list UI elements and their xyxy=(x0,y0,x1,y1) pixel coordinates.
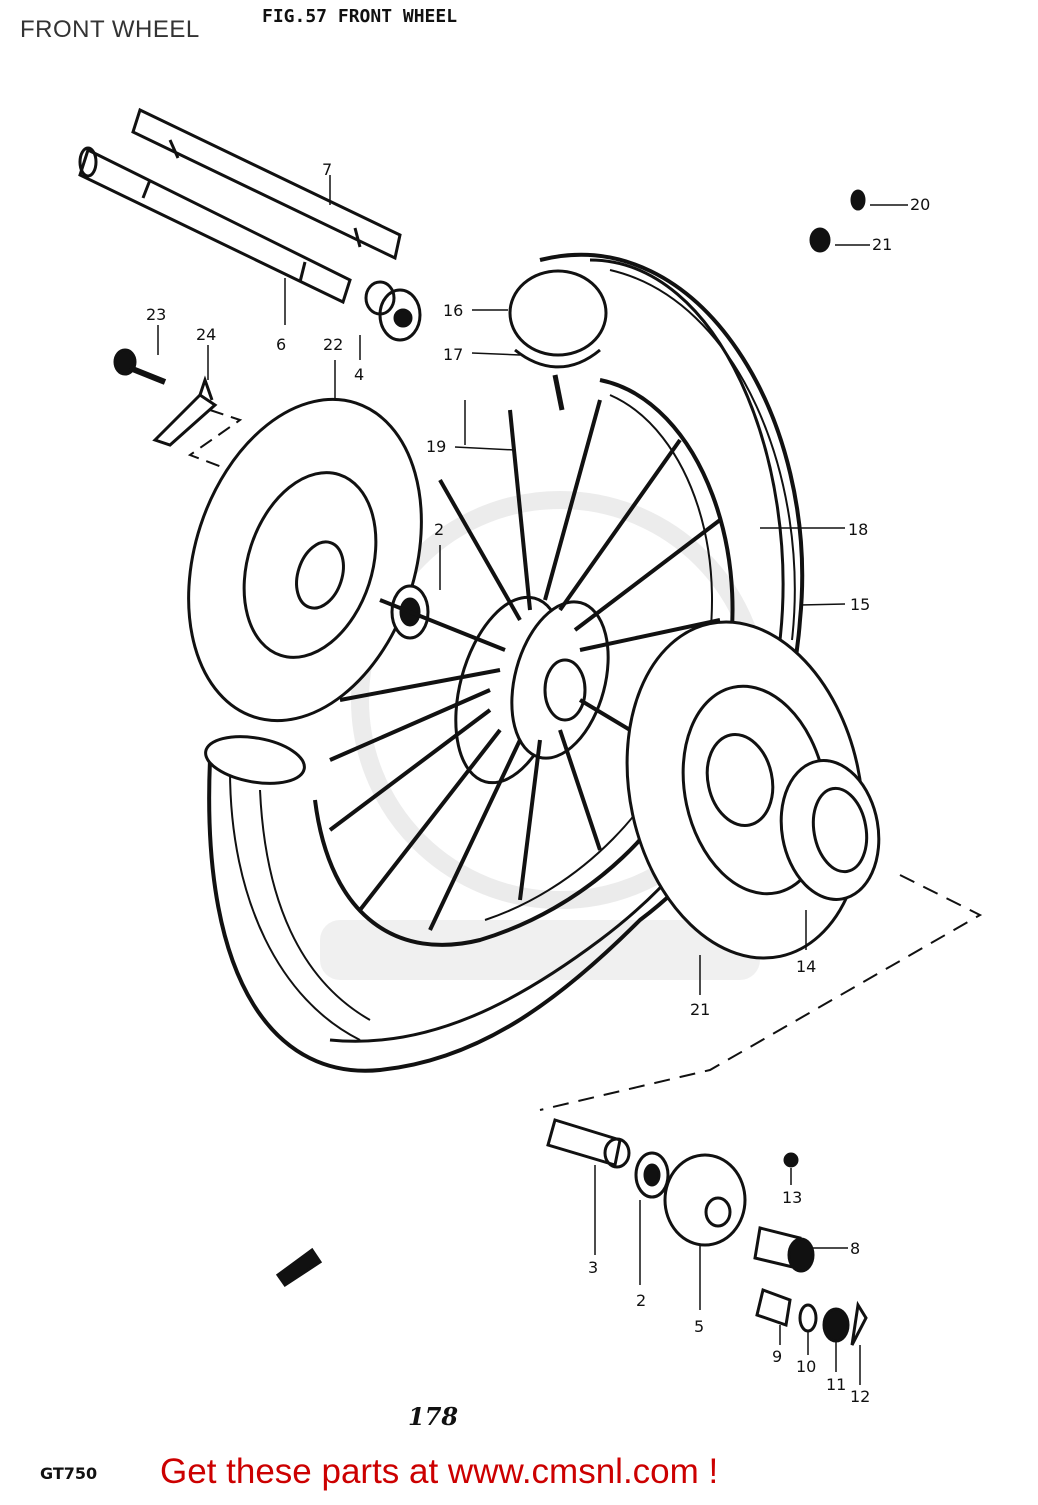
callout-11: 11 xyxy=(826,1375,846,1394)
rim-band-part-16 xyxy=(508,269,608,369)
spacer-part-3 xyxy=(546,1118,631,1169)
bearing-part-2-lower xyxy=(634,1151,670,1199)
callout-13: 13 xyxy=(782,1188,802,1207)
brake-disc-part-22 xyxy=(187,397,423,723)
callout-21-upper: 21 xyxy=(872,235,892,254)
model-code: GT750 xyxy=(40,1464,98,1483)
callout-18: 18 xyxy=(848,520,868,539)
spacer-part-8 xyxy=(753,1226,815,1273)
callout-17: 17 xyxy=(443,345,463,364)
wheel-hub xyxy=(454,595,610,785)
tube-valve-part-17 xyxy=(552,374,565,411)
callout-20: 20 xyxy=(910,195,930,214)
callout-4: 4 xyxy=(354,365,364,384)
callout-12: 12 xyxy=(850,1387,870,1406)
page-number: 178 xyxy=(408,1402,459,1431)
callout-15: 15 xyxy=(850,595,870,614)
forward-arrow-icon xyxy=(275,1247,323,1288)
callout-9: 9 xyxy=(772,1347,782,1366)
promo-link[interactable]: Get these parts at www.cmsnl.com ! xyxy=(160,1452,719,1491)
callout-2-upper: 2 xyxy=(434,520,444,539)
callout-5: 5 xyxy=(694,1317,704,1336)
callout-labels: 7 6 4 22 23 24 16 17 19 2 18 15 20 21 21… xyxy=(146,160,930,1406)
speedometer-gearbox-part-5 xyxy=(663,1153,747,1247)
fastener-part-20 xyxy=(850,189,866,211)
callout-14: 14 xyxy=(796,957,816,976)
axle-nut-parts-9-12 xyxy=(755,1288,868,1346)
callout-23: 23 xyxy=(146,305,166,324)
gear-box-part-14 xyxy=(779,759,881,901)
page-header-label: FRONT WHEEL xyxy=(20,16,200,43)
screw-part-13 xyxy=(783,1152,799,1168)
lock-washer-part-24 xyxy=(152,375,218,447)
bolt-part-23 xyxy=(113,348,167,385)
fastener-part-21 xyxy=(809,227,831,253)
callout-7: 7 xyxy=(322,160,332,179)
callout-2-lower: 2 xyxy=(636,1291,646,1310)
callout-21-lower: 21 xyxy=(690,1000,710,1019)
callout-16: 16 xyxy=(443,301,463,320)
callout-10: 10 xyxy=(796,1357,816,1376)
axle-part-6 xyxy=(78,146,352,305)
figure-title: FIG.57 FRONT WHEEL xyxy=(262,6,458,27)
axle-part-7 xyxy=(131,107,402,261)
callout-8: 8 xyxy=(850,1239,860,1258)
callout-6: 6 xyxy=(276,335,286,354)
spacer-part-4 xyxy=(364,280,422,342)
callout-3: 3 xyxy=(588,1258,598,1277)
callout-24: 24 xyxy=(196,325,216,344)
callout-19: 19 xyxy=(426,437,446,456)
callout-22: 22 xyxy=(323,335,343,354)
